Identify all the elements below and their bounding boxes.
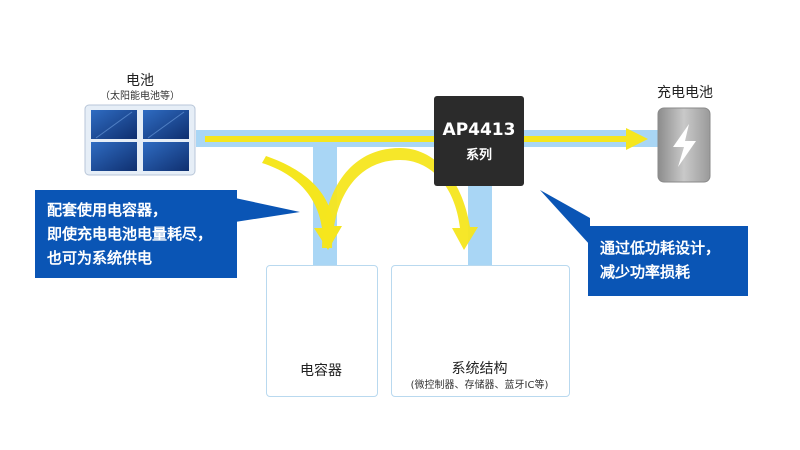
- system-flow-bar: [468, 180, 492, 267]
- left-callout-line-2: 即使充电电池电量耗尽，: [47, 225, 213, 243]
- system-label: 系统结构: [451, 361, 508, 377]
- battery-sublabel: （太阳能电池等）: [100, 91, 180, 102]
- right-callout-pointer: [540, 190, 590, 245]
- system-sublabel: (微控制器、存储器、蓝牙IC等): [410, 380, 549, 391]
- chip-title: AP4413: [442, 120, 516, 140]
- solar-panel-icon: [84, 104, 196, 176]
- left-callout-line-1: 配套使用电容器，: [47, 201, 168, 219]
- right-callout-line-2: 减少功率损耗: [600, 263, 691, 281]
- left-callout-line-3: 也可为系统供电: [47, 249, 153, 267]
- left-callout-pointer: [235, 198, 300, 222]
- system-box: [391, 265, 570, 397]
- left-callout: 配套使用电容器， 即使充电电池电量耗尽， 也可为系统供电: [35, 190, 237, 278]
- chip-body: [434, 96, 524, 186]
- charging-battery-label: 充电电池: [657, 85, 713, 101]
- chip-subtitle: 系列: [465, 148, 492, 163]
- main-yellow-line: [205, 136, 629, 142]
- battery-label: 电池: [126, 73, 154, 89]
- main-yellow-arrowhead: [626, 128, 648, 150]
- rechargeable-battery-icon: [657, 107, 711, 183]
- capacitor-label: 电容器: [300, 363, 342, 379]
- right-callout-line-1: 通过低功耗设计，: [600, 239, 721, 257]
- right-callout: 通过低功耗设计， 减少功率损耗: [588, 226, 748, 296]
- curve-arrow-to-capacitor: [262, 156, 342, 250]
- capacitor-box: [266, 265, 378, 397]
